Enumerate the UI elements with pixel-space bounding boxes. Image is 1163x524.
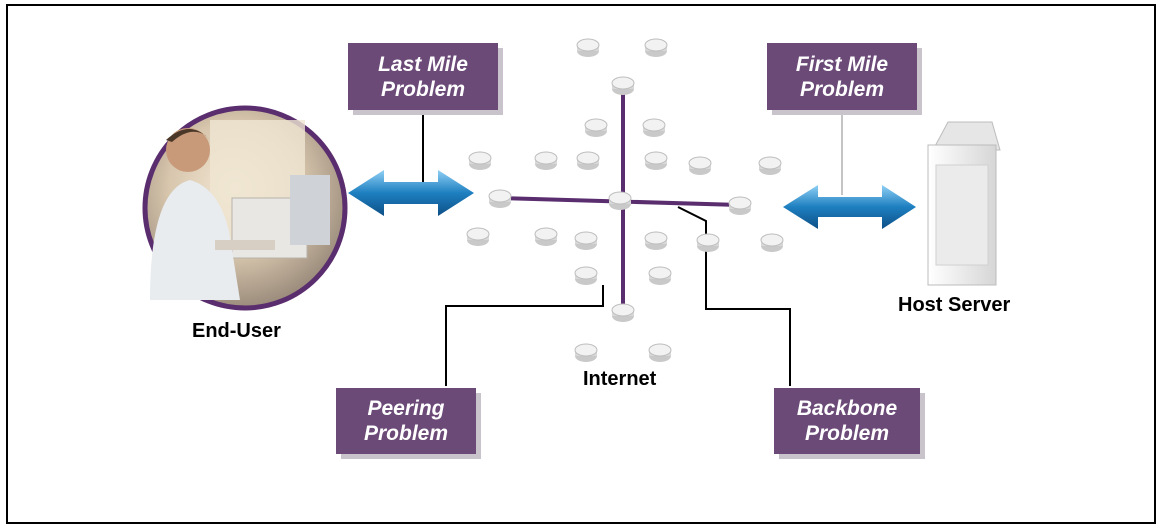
backbone-line1: Backbone: [796, 397, 898, 420]
host-server: [927, 121, 1001, 286]
last-mile-line1: Last Mile: [378, 52, 468, 76]
backbone-line2: Problem: [804, 422, 890, 445]
network-diagram: [142, 38, 1001, 386]
peering-line2: Problem: [363, 422, 449, 445]
last-mile-callout: Last Mile Problem: [348, 43, 498, 110]
first-mile-line1: First Mile: [795, 52, 889, 76]
last-mile-arrow: [348, 170, 474, 216]
end-user-label: End-User: [192, 320, 281, 342]
last-mile-line2: Problem: [380, 77, 466, 101]
peering-line1: Peering: [367, 397, 445, 420]
host-server-label: Host Server: [898, 294, 1011, 316]
backbone-callout: Backbone Problem: [774, 388, 920, 454]
first-mile-line2: Problem: [799, 77, 885, 101]
peering-callout: Peering Problem: [336, 388, 476, 454]
end-user-photo: [142, 105, 348, 311]
callout-connectors: [422, 112, 843, 386]
first-mile-arrow: [783, 185, 916, 229]
first-mile-callout: First Mile Problem: [767, 43, 917, 110]
internet-nodes: [466, 38, 784, 363]
internet-label: Internet: [583, 368, 657, 390]
